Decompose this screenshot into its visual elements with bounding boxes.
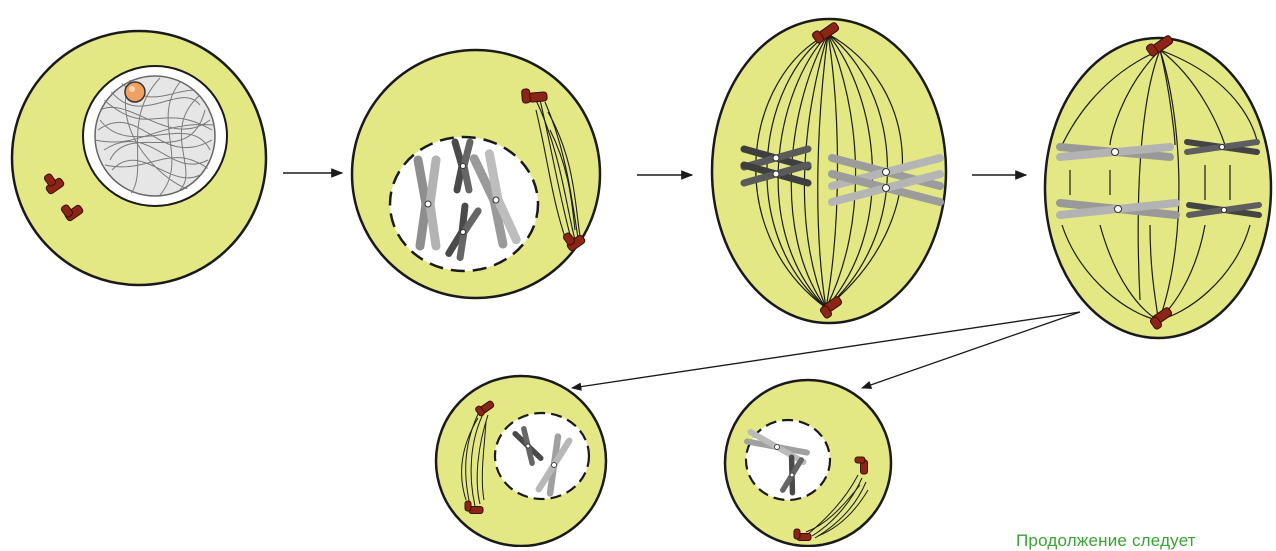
- prophase-cell: [352, 50, 600, 298]
- nucleolus: [125, 82, 145, 102]
- cell-membrane: [1045, 38, 1271, 338]
- anaphase-cell: [1045, 35, 1271, 338]
- cell-membrane: [712, 19, 946, 323]
- metaphase-cell: [712, 19, 946, 323]
- chromatin: [95, 76, 215, 196]
- arrow-to-daughter-cell-2: [862, 312, 1080, 388]
- continuation-caption: Продолжение следует: [1016, 531, 1196, 551]
- daughter-cell-2: [725, 380, 891, 546]
- daughter-cell-1: [436, 376, 606, 546]
- interphase-cell: [12, 31, 266, 285]
- nuclear-envelope: [746, 420, 830, 500]
